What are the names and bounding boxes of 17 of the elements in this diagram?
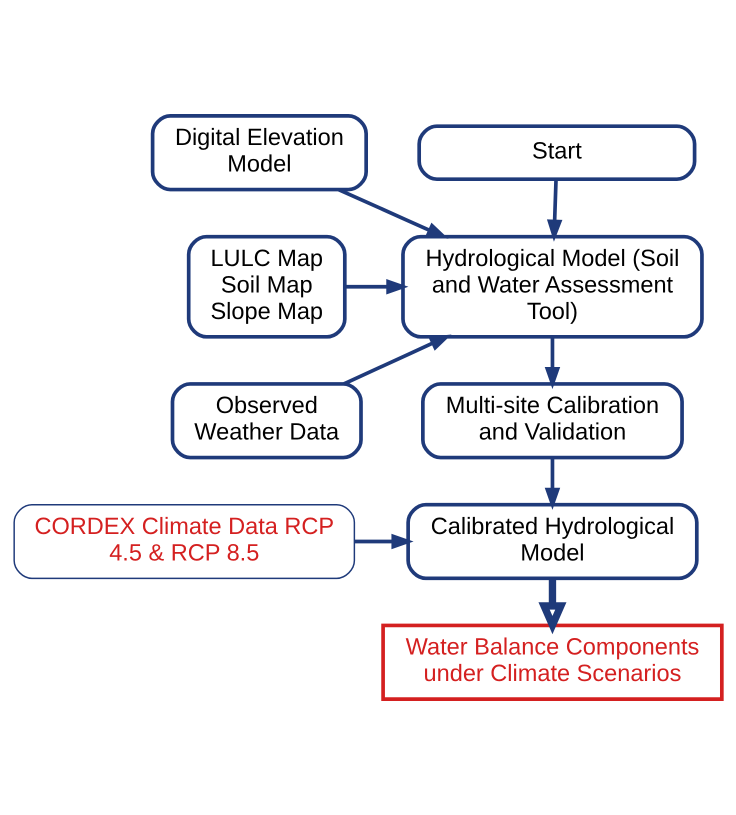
node-box: Calibrated Hydrological Model xyxy=(406,502,699,580)
arrow xyxy=(544,458,560,510)
node-box: Observed Weather Data xyxy=(170,382,363,460)
arrow xyxy=(354,534,414,550)
node-box: Multi-site Calibration and Validation xyxy=(421,382,684,460)
arrow xyxy=(544,337,560,390)
node-box: CORDEX Climate Data RCP 4.5 & RCP 8.5 xyxy=(13,504,356,580)
node-box: Digital Elevation Model xyxy=(150,114,368,192)
node-box: Hydrological Model (Soil and Water Assessment Tool) xyxy=(401,234,704,339)
arrow xyxy=(538,578,566,634)
arrow xyxy=(546,179,562,242)
node-box: Start xyxy=(417,124,696,182)
node-box: Water Balance Components under Climate Scenarios xyxy=(381,624,724,701)
arrow xyxy=(343,334,452,386)
arrow xyxy=(344,278,408,294)
node-box: LULC Map Soil Map Slope Map xyxy=(186,234,347,339)
arrow xyxy=(338,188,448,239)
